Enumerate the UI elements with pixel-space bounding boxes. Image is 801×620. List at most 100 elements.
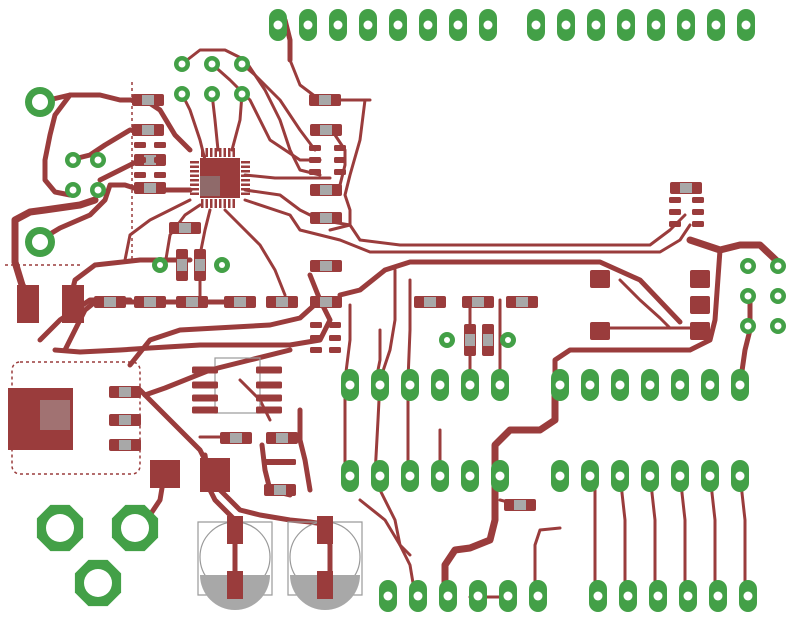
header-top-left-pin-2 bbox=[299, 9, 317, 41]
ic-leg-left-1 bbox=[192, 366, 218, 374]
smd-passive-22 bbox=[264, 484, 296, 496]
sot-pad-25 bbox=[264, 459, 276, 465]
electrolytic-pad-3 bbox=[317, 516, 333, 544]
power-terminal-1 bbox=[36, 504, 84, 552]
right-header-pin-2 bbox=[770, 258, 786, 274]
header-mid-upper-pin-5 bbox=[461, 369, 479, 401]
icsp-pin-6 bbox=[234, 86, 250, 102]
header-mid-lower-pin-5 bbox=[461, 460, 479, 492]
mcu-pad-e-5 bbox=[241, 179, 250, 182]
header-mid-lower-pin-4 bbox=[431, 460, 449, 492]
mcu-pad-s-5 bbox=[219, 199, 222, 208]
header-mid-lower-pin-8 bbox=[581, 460, 599, 492]
smd-passive-25 bbox=[176, 249, 188, 281]
header-bottom-pin-7 bbox=[589, 580, 607, 612]
smd-passive-26 bbox=[194, 249, 206, 281]
smd-passive-5 bbox=[309, 94, 341, 106]
smd-passive-28 bbox=[482, 324, 494, 356]
header-bottom-pin-5 bbox=[499, 580, 517, 612]
smd-passive-21 bbox=[266, 432, 298, 444]
mcu-pad-w-3 bbox=[190, 170, 199, 173]
sot-pad-2 bbox=[309, 157, 321, 163]
sot-pad-14 bbox=[310, 335, 322, 341]
mcu-pad-s-8 bbox=[232, 199, 235, 208]
power-connector-pads bbox=[17, 285, 84, 323]
regulator-outline bbox=[11, 361, 141, 475]
smd-passive-13 bbox=[224, 296, 256, 308]
electrolytic-cap-2-frame bbox=[287, 521, 363, 596]
right-header-pin-4 bbox=[770, 288, 786, 304]
smd-passive-14 bbox=[266, 296, 298, 308]
ic-leg-right-2 bbox=[256, 381, 282, 389]
crystal-pad-1 bbox=[152, 257, 168, 273]
smd-passive-29 bbox=[109, 386, 141, 398]
ic-leg-left-2 bbox=[192, 381, 218, 389]
header-bottom-pin-10 bbox=[679, 580, 697, 612]
power-terminal-3 bbox=[74, 559, 122, 607]
mcu-pad-e-7 bbox=[241, 188, 250, 191]
icsp-pin-1 bbox=[174, 56, 190, 72]
header-top-left-pin-5 bbox=[389, 9, 407, 41]
sot-pad-3 bbox=[309, 169, 321, 175]
aux-header-pin-4 bbox=[90, 182, 106, 198]
mcu-pad-n-3 bbox=[210, 148, 213, 157]
header-mid-upper-pin-6 bbox=[491, 369, 509, 401]
right-header-pin-5 bbox=[740, 318, 756, 334]
sot-pad-18 bbox=[329, 347, 341, 353]
mcu-pad-s-6 bbox=[223, 199, 226, 208]
header-bottom-pin-12 bbox=[739, 580, 757, 612]
header-bottom-pin-3 bbox=[439, 580, 457, 612]
sot-pad-9 bbox=[669, 221, 681, 227]
sot-pad-8 bbox=[669, 209, 681, 215]
sot-pad-6 bbox=[334, 169, 346, 175]
mcu-pad-w-7 bbox=[190, 188, 199, 191]
smd-passive-24 bbox=[169, 222, 201, 234]
sot-pad-1 bbox=[309, 145, 321, 151]
mcu-pad-e-8 bbox=[241, 192, 250, 195]
smd-passive-8 bbox=[310, 212, 342, 224]
mcu-pad-n-2 bbox=[205, 148, 208, 157]
smd-passive-31 bbox=[109, 439, 141, 451]
mounting-ring-2 bbox=[25, 227, 55, 257]
sot-pad-15 bbox=[310, 347, 322, 353]
electrolytic-pad-4 bbox=[317, 571, 333, 599]
header-top-right-pin-6 bbox=[677, 9, 695, 41]
smd-passive-27 bbox=[464, 324, 476, 356]
sot-pad-13 bbox=[310, 322, 322, 328]
smd-passive-15 bbox=[310, 296, 342, 308]
smd-passive-9 bbox=[310, 260, 342, 272]
mcu-pad-n-4 bbox=[214, 148, 217, 157]
mcu-pad-w-5 bbox=[190, 179, 199, 182]
header-mid-lower-pin-2 bbox=[371, 460, 389, 492]
ic-leg-left-3 bbox=[192, 394, 218, 402]
header-mid-upper-pin-12 bbox=[701, 369, 719, 401]
mcu-pad-e-2 bbox=[241, 165, 250, 168]
smd-passive-30 bbox=[109, 414, 141, 426]
smd-passive-19 bbox=[670, 182, 702, 194]
mcu-pad-s-1 bbox=[201, 199, 204, 208]
header-mid-lower-pin-11 bbox=[671, 460, 689, 492]
header-top-right-pin-8 bbox=[737, 9, 755, 41]
mcu-pad-s-7 bbox=[228, 199, 231, 208]
diode-pads bbox=[150, 458, 230, 492]
header-mid-lower-pin-12 bbox=[701, 460, 719, 492]
sot-pad-4 bbox=[334, 145, 346, 151]
header-top-right-pin-5 bbox=[647, 9, 665, 41]
header-mid-lower-pin-7 bbox=[551, 460, 569, 492]
aux-header-pin-2 bbox=[90, 152, 106, 168]
icsp-pin-5 bbox=[204, 86, 220, 102]
header-bottom-pin-8 bbox=[619, 580, 637, 612]
mcu-pad-w-2 bbox=[190, 165, 199, 168]
mcu-pad-e-4 bbox=[241, 174, 250, 177]
sot-pad-21 bbox=[134, 172, 146, 178]
header-top-right-pin-3 bbox=[587, 9, 605, 41]
smd-passive-4 bbox=[134, 182, 166, 194]
smd-pads bbox=[94, 94, 704, 599]
header-mid-upper-pin-13 bbox=[731, 369, 749, 401]
sot-pad-23 bbox=[154, 157, 166, 163]
smd-passive-6 bbox=[310, 124, 342, 136]
mcu-pad-w-1 bbox=[190, 161, 199, 164]
header-mid-lower-pin-6 bbox=[491, 460, 509, 492]
smd-passive-16 bbox=[414, 296, 446, 308]
header-bottom-pin-4 bbox=[469, 580, 487, 612]
